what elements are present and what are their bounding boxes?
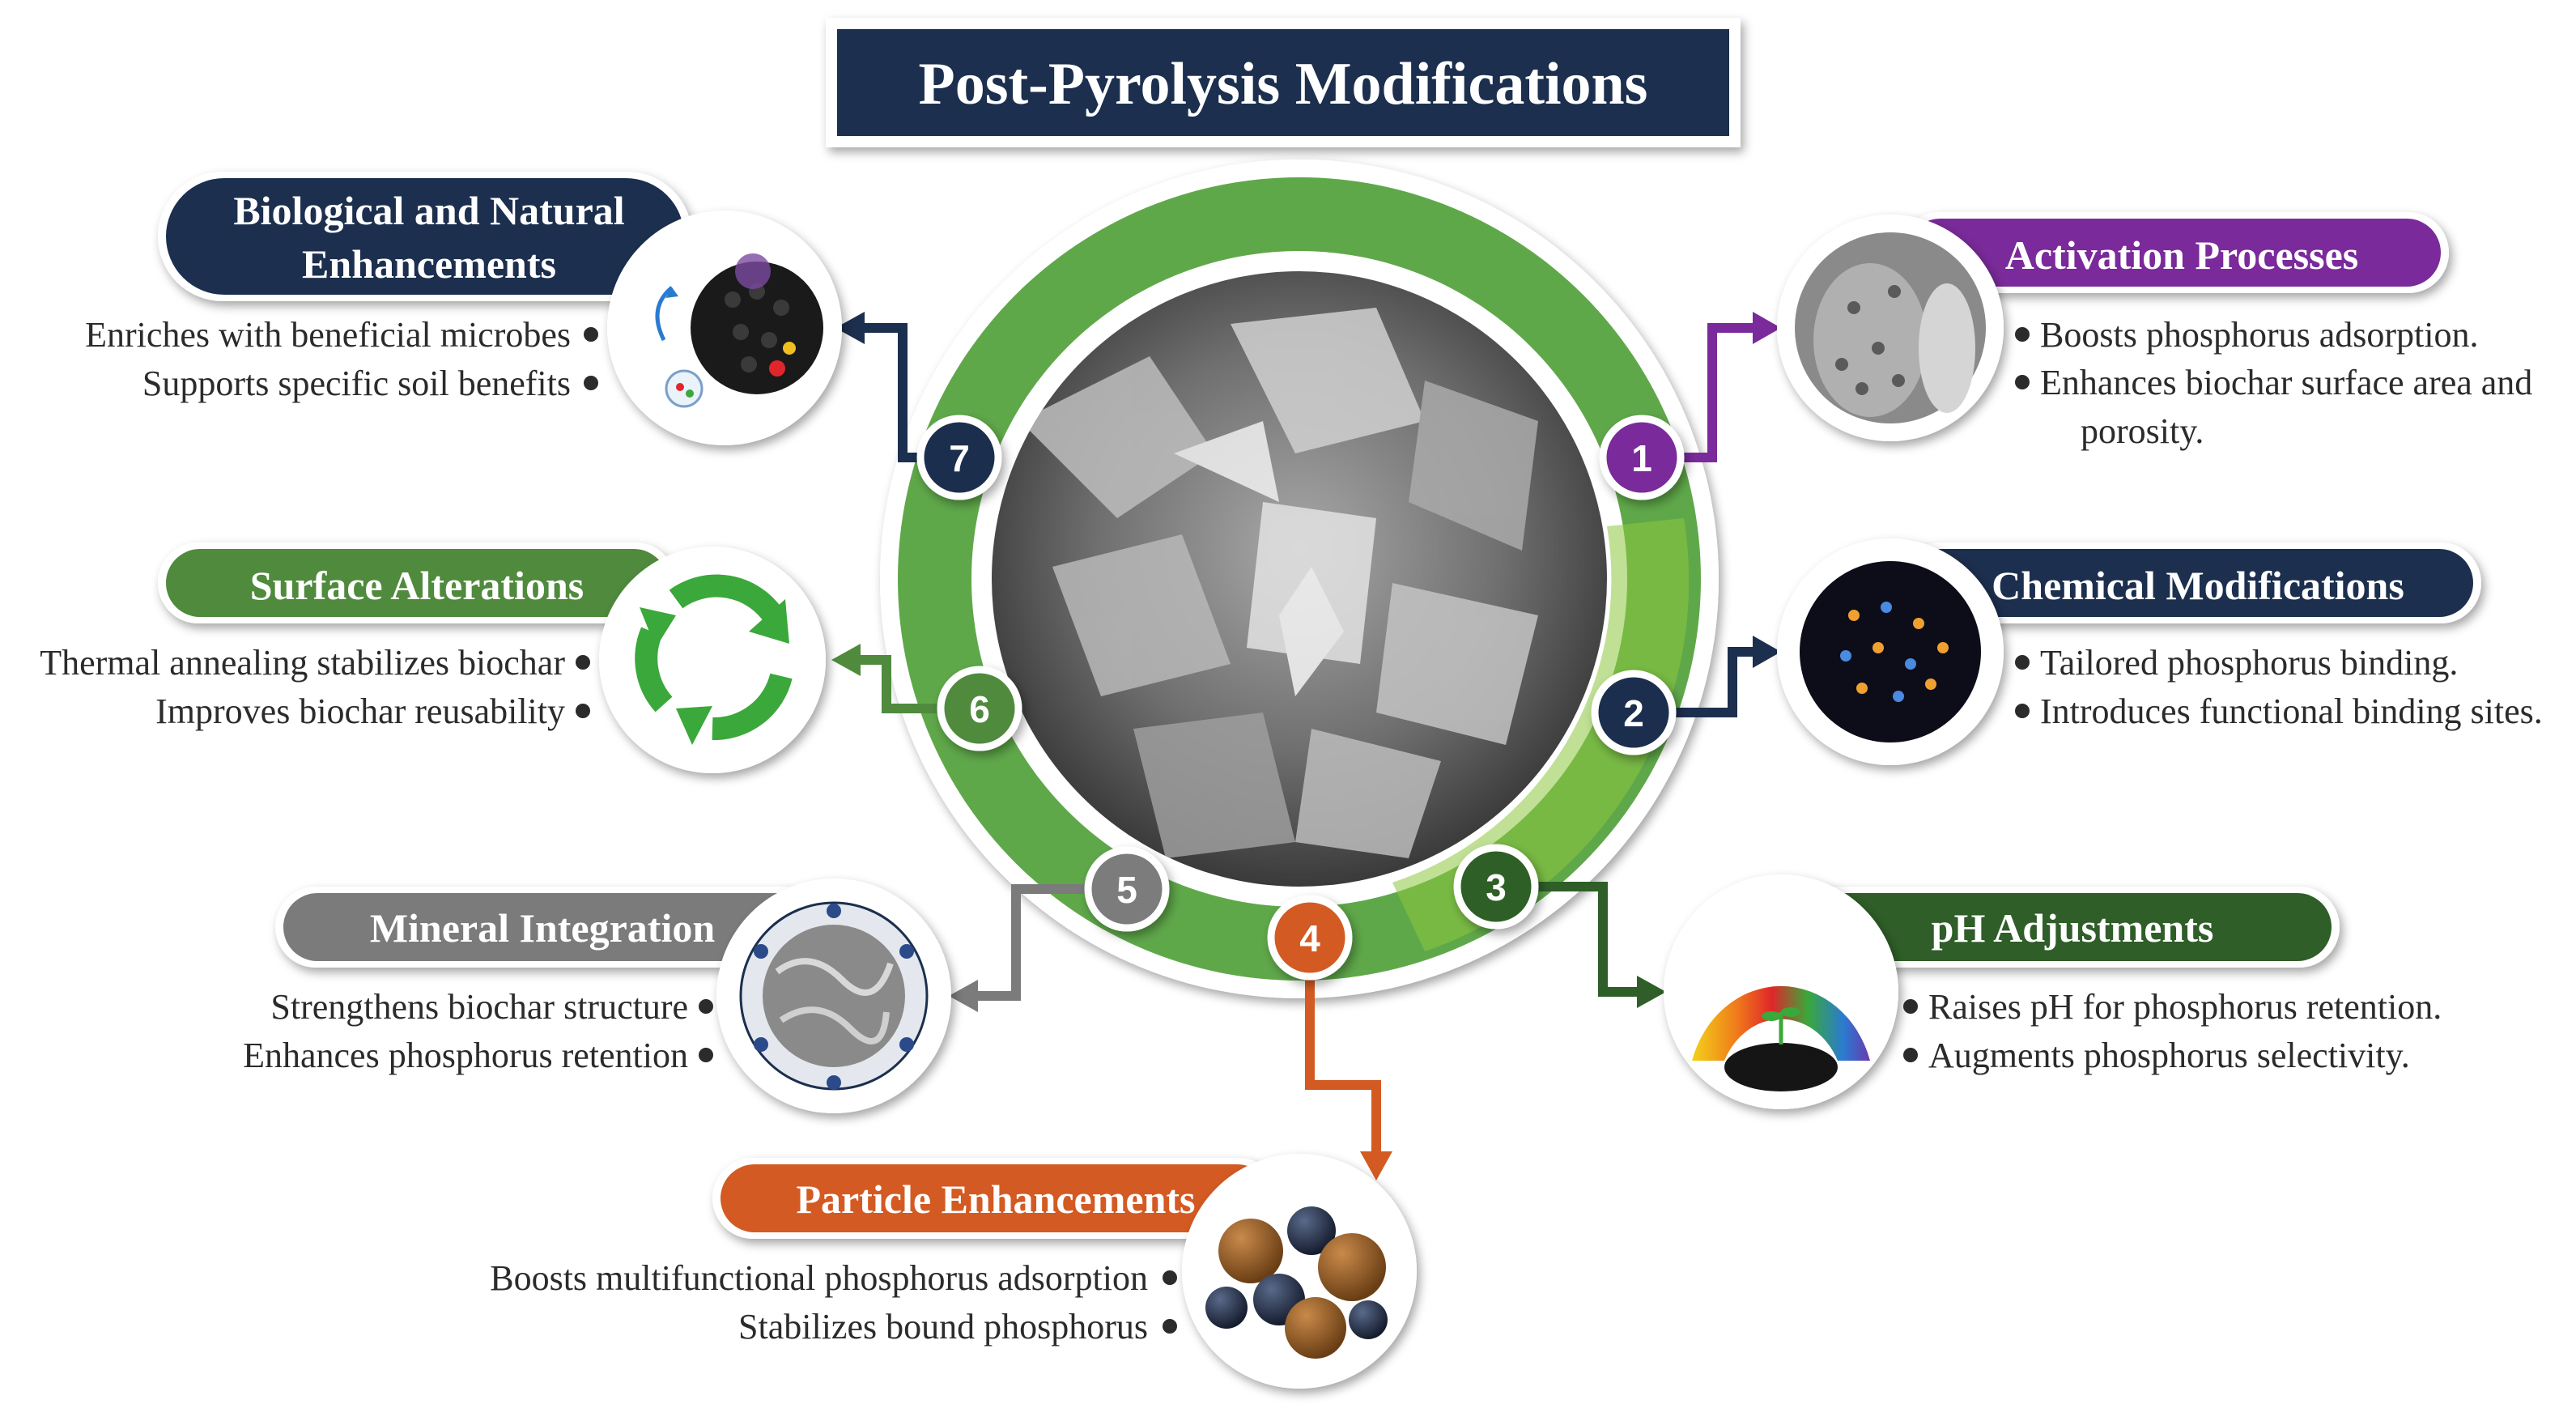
connector-3 xyxy=(1522,882,1666,1008)
activation-bullet-2: Enhances biochar surface area and xyxy=(2040,363,2532,402)
badge-5: 5 xyxy=(1084,846,1170,932)
activation-image xyxy=(1777,215,2004,441)
biological-image xyxy=(607,211,842,445)
connector-6 xyxy=(831,644,947,713)
pill-surface-alterations: Surface Alterations xyxy=(158,542,676,623)
connector-7 xyxy=(835,312,919,462)
mineral-bullets: Strengthens biochar structure Enhances p… xyxy=(243,987,713,1075)
badge-1-number: 1 xyxy=(1631,437,1652,479)
mineral-bullet-2: Enhances phosphorus retention xyxy=(243,1036,688,1075)
particle-enhancements-title: Particle Enhancements xyxy=(797,1176,1196,1222)
biological-bullet-1: Enriches with beneficial microbes xyxy=(85,315,571,355)
biological-title-line-1: Biological and Natural xyxy=(233,188,624,233)
connector-4 xyxy=(1305,972,1392,1181)
particle-bullets: Boosts multifunctional phosphorus adsorp… xyxy=(490,1258,1177,1347)
ph-adjustments-title: pH Adjustments xyxy=(1932,905,2214,951)
pill-chemical-modifications: Chemical Modifications xyxy=(1898,542,2481,623)
chemical-modifications-title: Chemical Modifications xyxy=(1992,563,2404,608)
mineral-image xyxy=(716,879,951,1113)
ph-bullet-2: Augments phosphorus selectivity. xyxy=(1928,1036,2410,1075)
ph-image xyxy=(1664,874,1898,1109)
activation-bullet-2-cont: porosity. xyxy=(2081,411,2204,451)
activation-processes-title: Activation Processes xyxy=(2005,232,2358,278)
chemical-bullets: Tailored phosphorus binding. Introduces … xyxy=(2015,643,2543,731)
biological-bullets: Enriches with beneficial microbes Suppor… xyxy=(85,315,598,403)
badge-6: 6 xyxy=(937,666,1022,751)
chemical-bullet-1: Tailored phosphorus binding. xyxy=(2040,643,2458,683)
surface-image xyxy=(599,547,826,773)
ph-bullet-1: Raises pH for phosphorus retention. xyxy=(1928,987,2442,1027)
surface-alterations-title: Surface Alterations xyxy=(250,563,584,608)
badge-1: 1 xyxy=(1599,415,1685,500)
badge-3-number: 3 xyxy=(1486,866,1507,908)
pill-particle-enhancements: Particle Enhancements xyxy=(712,1158,1279,1239)
ph-bullets: Raises pH for phosphorus retention. Augm… xyxy=(1903,987,2442,1075)
connector-5 xyxy=(949,884,1093,1012)
badge-2-number: 2 xyxy=(1623,692,1644,734)
pill-ph-adjustments: pH Adjustments xyxy=(1781,887,2340,968)
chemical-bullet-2: Introduces functional binding sites. xyxy=(2040,691,2543,731)
particle-image xyxy=(1182,1154,1417,1389)
chemical-image xyxy=(1777,538,2004,765)
pill-mineral-integration: Mineral Integration xyxy=(275,887,826,968)
mineral-bullet-1: Strengthens biochar structure xyxy=(270,987,688,1027)
pill-biological-natural-enhancements: Biological and Natural Enhancements xyxy=(158,172,692,301)
badge-3: 3 xyxy=(1453,844,1539,930)
surface-bullets: Thermal annealing stabilizes biochar Imp… xyxy=(40,643,590,731)
surface-bullet-2: Improves biochar reusability xyxy=(155,691,565,731)
pill-activation-processes: Activation Processes xyxy=(1898,212,2449,293)
biological-bullet-2: Supports specific soil benefits xyxy=(142,364,571,403)
connector-2 xyxy=(1635,636,1781,717)
badge-7: 7 xyxy=(916,415,1002,500)
badge-5-number: 5 xyxy=(1116,869,1137,911)
activation-bullets: Boosts phosphorus adsorption. Enhances b… xyxy=(2015,315,2532,451)
badge-6-number: 6 xyxy=(969,688,990,730)
surface-bullet-1: Thermal annealing stabilizes biochar xyxy=(40,643,565,683)
badge-4: 4 xyxy=(1267,895,1353,981)
activation-bullet-1: Boosts phosphorus adsorption. xyxy=(2040,315,2478,355)
biological-title-line-2: Enhancements xyxy=(302,241,556,287)
page-title: Post-Pyrolysis Modifications xyxy=(919,51,1648,117)
badge-4-number: 4 xyxy=(1299,917,1320,959)
particle-bullet-1: Boosts multifunctional phosphorus adsorp… xyxy=(490,1258,1148,1298)
central-sem-image xyxy=(992,271,1607,887)
badge-2: 2 xyxy=(1591,670,1677,755)
mineral-integration-title: Mineral Integration xyxy=(370,905,716,951)
title-banner: Post-Pyrolysis Modifications xyxy=(826,18,1741,147)
particle-bullet-2: Stabilizes bound phosphorus xyxy=(738,1307,1148,1347)
recycle-icon xyxy=(635,574,793,745)
badge-7-number: 7 xyxy=(949,437,970,479)
